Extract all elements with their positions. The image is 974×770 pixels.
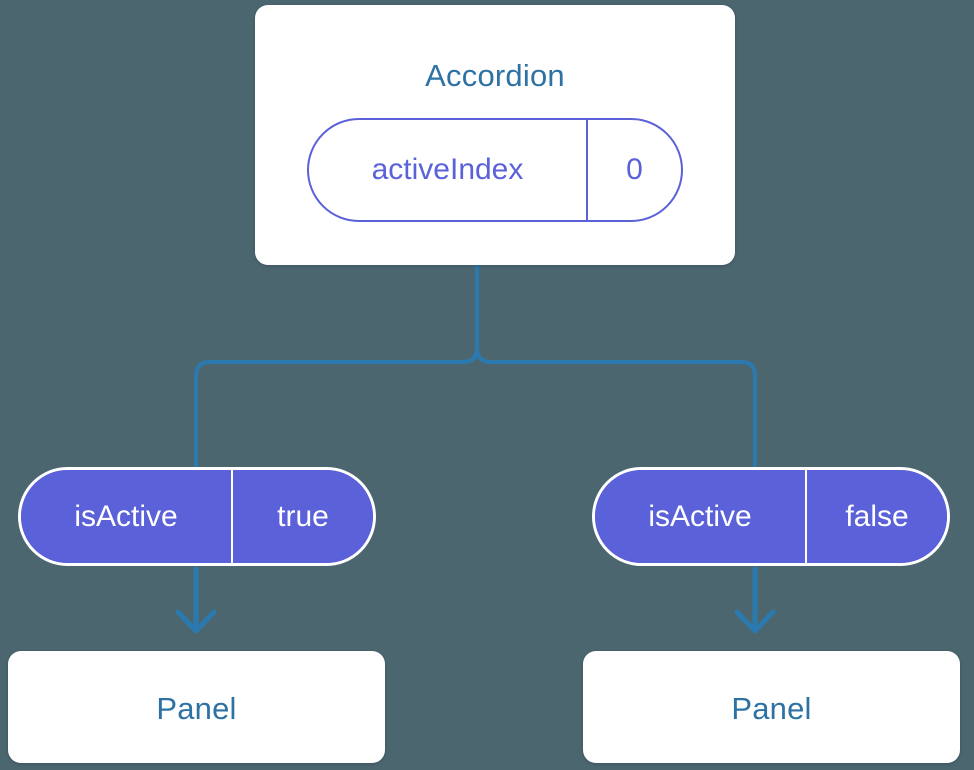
prop-pill-is-active-false-value: false <box>807 470 947 563</box>
panel-left-title: Panel <box>156 690 237 726</box>
prop-pill-active-index-key: activeIndex <box>309 120 588 220</box>
connector-stem-split-right <box>475 262 757 470</box>
prop-pill-is-active-true[interactable]: isActive true <box>18 467 376 566</box>
connector-stem-split <box>194 262 479 470</box>
prop-pill-is-active-false[interactable]: isActive false <box>592 467 950 566</box>
accordion-title: Accordion <box>425 58 565 93</box>
arrow-down-left-icon <box>175 566 217 634</box>
prop-pill-active-index[interactable]: activeIndex 0 <box>307 118 683 222</box>
panel-right-title: Panel <box>731 690 812 726</box>
prop-pill-is-active-true-key: isActive <box>21 470 233 563</box>
prop-pill-is-active-true-value: true <box>233 470 373 563</box>
prop-pill-is-active-false-key: isActive <box>595 470 807 563</box>
prop-pill-active-index-value: 0 <box>626 153 643 186</box>
panel-component-card-right[interactable]: Panel <box>583 651 960 763</box>
panel-component-card-left[interactable]: Panel <box>8 651 385 763</box>
arrow-down-right-icon <box>734 566 776 634</box>
